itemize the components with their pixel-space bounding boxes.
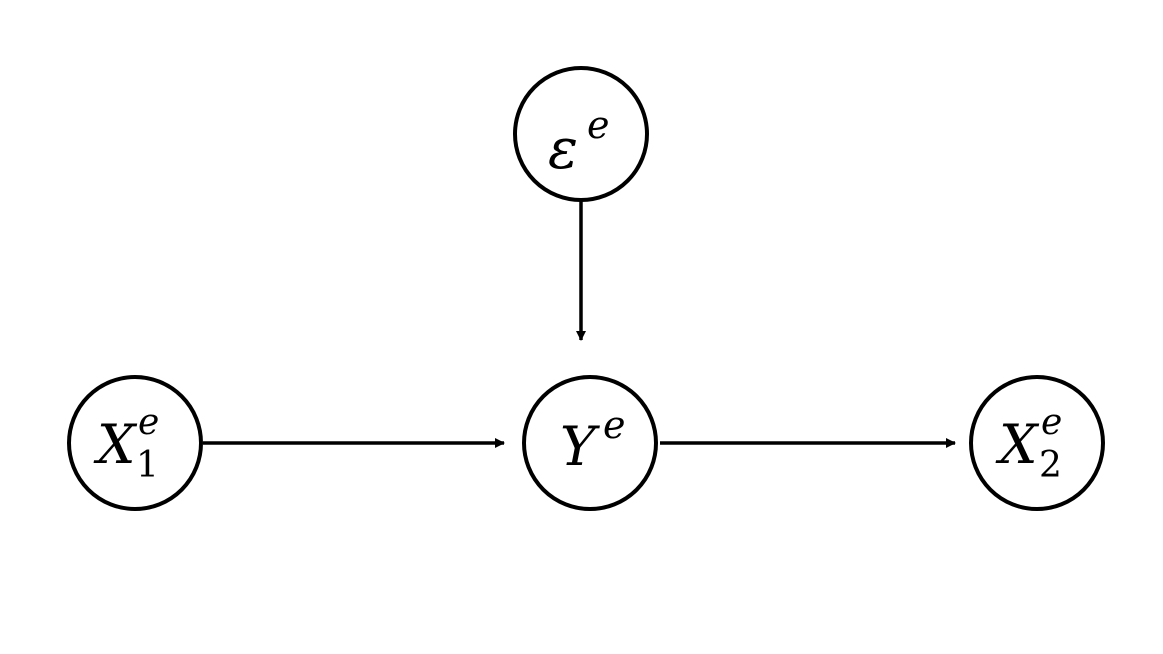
node-x2-sub: 2 — [1039, 445, 1062, 486]
svg-text:Y: Y — [560, 415, 600, 478]
node-epsilon: ε e — [513, 66, 649, 202]
svg-text:e: e — [1041, 402, 1062, 443]
node-epsilon-base: ε — [548, 117, 578, 182]
node-y: Y e — [522, 375, 658, 511]
node-x2: X e 2 — [969, 375, 1105, 511]
node-x2-sup: e — [1041, 402, 1062, 443]
svg-text:e: e — [138, 402, 159, 443]
node-epsilon-sup: e — [587, 103, 610, 147]
node-x1-base: X — [93, 413, 138, 476]
svg-text:X: X — [995, 413, 1040, 476]
edges — [203, 199, 956, 448]
svg-text:1: 1 — [136, 445, 159, 486]
node-x1: X e 1 — [67, 375, 203, 511]
node-x1-sup: e — [138, 402, 159, 443]
svg-text:ε: ε — [548, 117, 578, 182]
node-y-sup: e — [603, 403, 626, 447]
svg-text:e: e — [587, 103, 610, 147]
node-x1-sub: 1 — [136, 445, 159, 486]
node-x2-base: X — [995, 413, 1040, 476]
svg-text:e: e — [603, 403, 626, 447]
node-y-base: Y — [560, 415, 600, 478]
svg-text:2: 2 — [1039, 445, 1062, 486]
svg-text:X: X — [93, 413, 138, 476]
